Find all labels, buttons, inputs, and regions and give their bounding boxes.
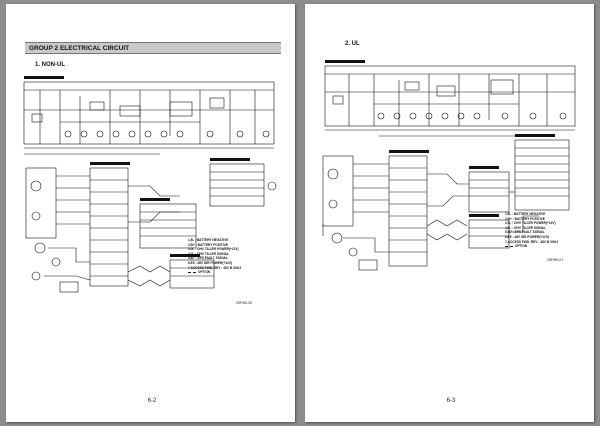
group-header: GROUP 2 ELECTRICAL CIRCUIT bbox=[25, 42, 281, 54]
wire-legend: 1,B- : BATTERY NEGATIVE 2,B+ : BATTERY P… bbox=[188, 238, 242, 275]
left-page: GROUP 2 ELECTRICAL CIRCUIT 1. NON-UL bbox=[6, 4, 295, 422]
figure-code: 25F9EL00 bbox=[236, 301, 253, 305]
legend-option: OPTION bbox=[188, 270, 242, 275]
section-title: 1. NON-UL bbox=[35, 62, 65, 68]
page-number: 6-3 bbox=[446, 398, 456, 404]
page-number: 6-2 bbox=[147, 398, 157, 404]
section-title: 2. UL bbox=[345, 41, 360, 47]
right-page: 2. UL bbox=[305, 4, 594, 422]
electrical-schematic-ul bbox=[322, 60, 576, 271]
legend-option: OPTION bbox=[505, 244, 559, 249]
electrical-schematic-non-ul bbox=[23, 76, 277, 293]
figure-code: 25F9EL01 bbox=[547, 258, 564, 262]
wire-legend: 1,B- : BATTERY NEGATIVE 2,B+ : BATTERY P… bbox=[505, 212, 559, 249]
